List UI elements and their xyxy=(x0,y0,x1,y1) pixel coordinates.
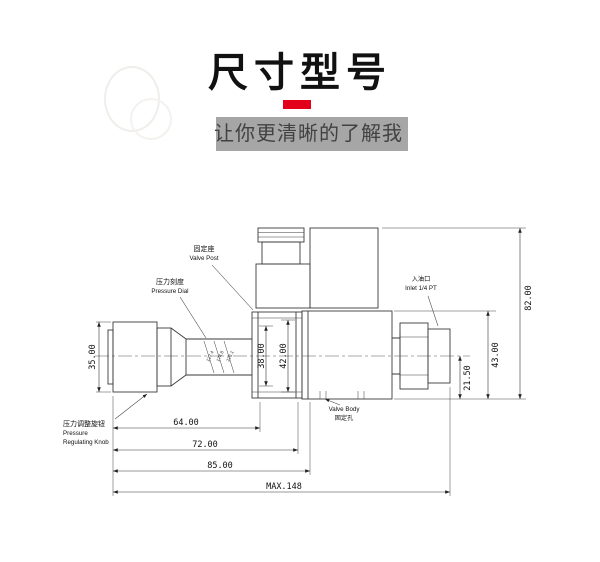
valve-dimension-diagram: 127.4 174.8 226.1 xyxy=(63,227,534,496)
subtitle-text: 让你更清晰的了解我 xyxy=(214,123,403,145)
dim-85-label: 85.00 xyxy=(207,461,233,471)
label-valve-post-cn: 固定座 xyxy=(194,244,215,253)
page-title: 尺寸型号 xyxy=(208,51,392,95)
label-inlet-en: Inlet 1/4 PT xyxy=(405,285,437,292)
label-knob-en1: Pressure xyxy=(63,430,88,437)
label-knob-cn: 压力调整旋钮 xyxy=(63,419,105,428)
scale-mark-0: 127.4 xyxy=(205,350,215,363)
label-inlet-cn: 入油口 xyxy=(412,275,431,283)
label-valve-post-en: Valve Post xyxy=(189,255,218,262)
dim-max148-label: MAX.148 xyxy=(266,482,302,492)
dim-35-label: 35.00 xyxy=(88,344,98,370)
dim-43-label: 43.00 xyxy=(491,342,501,368)
dim-72-label: 72.00 xyxy=(192,440,218,450)
label-pressure-dial-cn: 压力刻度 xyxy=(156,277,184,286)
subtitle-banner xyxy=(216,117,408,151)
dim-82-label: 82.00 xyxy=(524,285,534,311)
label-valve-body-cn: 固定孔 xyxy=(335,414,354,422)
dim-38-label: 38.00 xyxy=(257,343,267,369)
accent-bar xyxy=(283,100,311,109)
watermark-circle-small xyxy=(130,98,172,140)
label-knob-en2: Regulating Knob xyxy=(63,439,109,446)
label-valve-body-en: Valve Body xyxy=(329,406,361,413)
coil-group xyxy=(255,227,379,309)
dim-64-label: 64.00 xyxy=(173,418,199,428)
scale-mark-1: 174.8 xyxy=(215,350,225,363)
knob-group: 127.4 174.8 226.1 xyxy=(107,321,252,393)
dimension-lines xyxy=(96,227,526,496)
dim-21-5-label: 21.50 xyxy=(463,365,473,391)
dim-42-label: 42.00 xyxy=(279,343,289,369)
inlet-fitting-group xyxy=(392,322,451,390)
valve-body-group xyxy=(301,310,393,400)
label-pressure-dial-en: Pressure Dial xyxy=(151,288,188,295)
scale-mark-2: 226.1 xyxy=(225,350,235,363)
